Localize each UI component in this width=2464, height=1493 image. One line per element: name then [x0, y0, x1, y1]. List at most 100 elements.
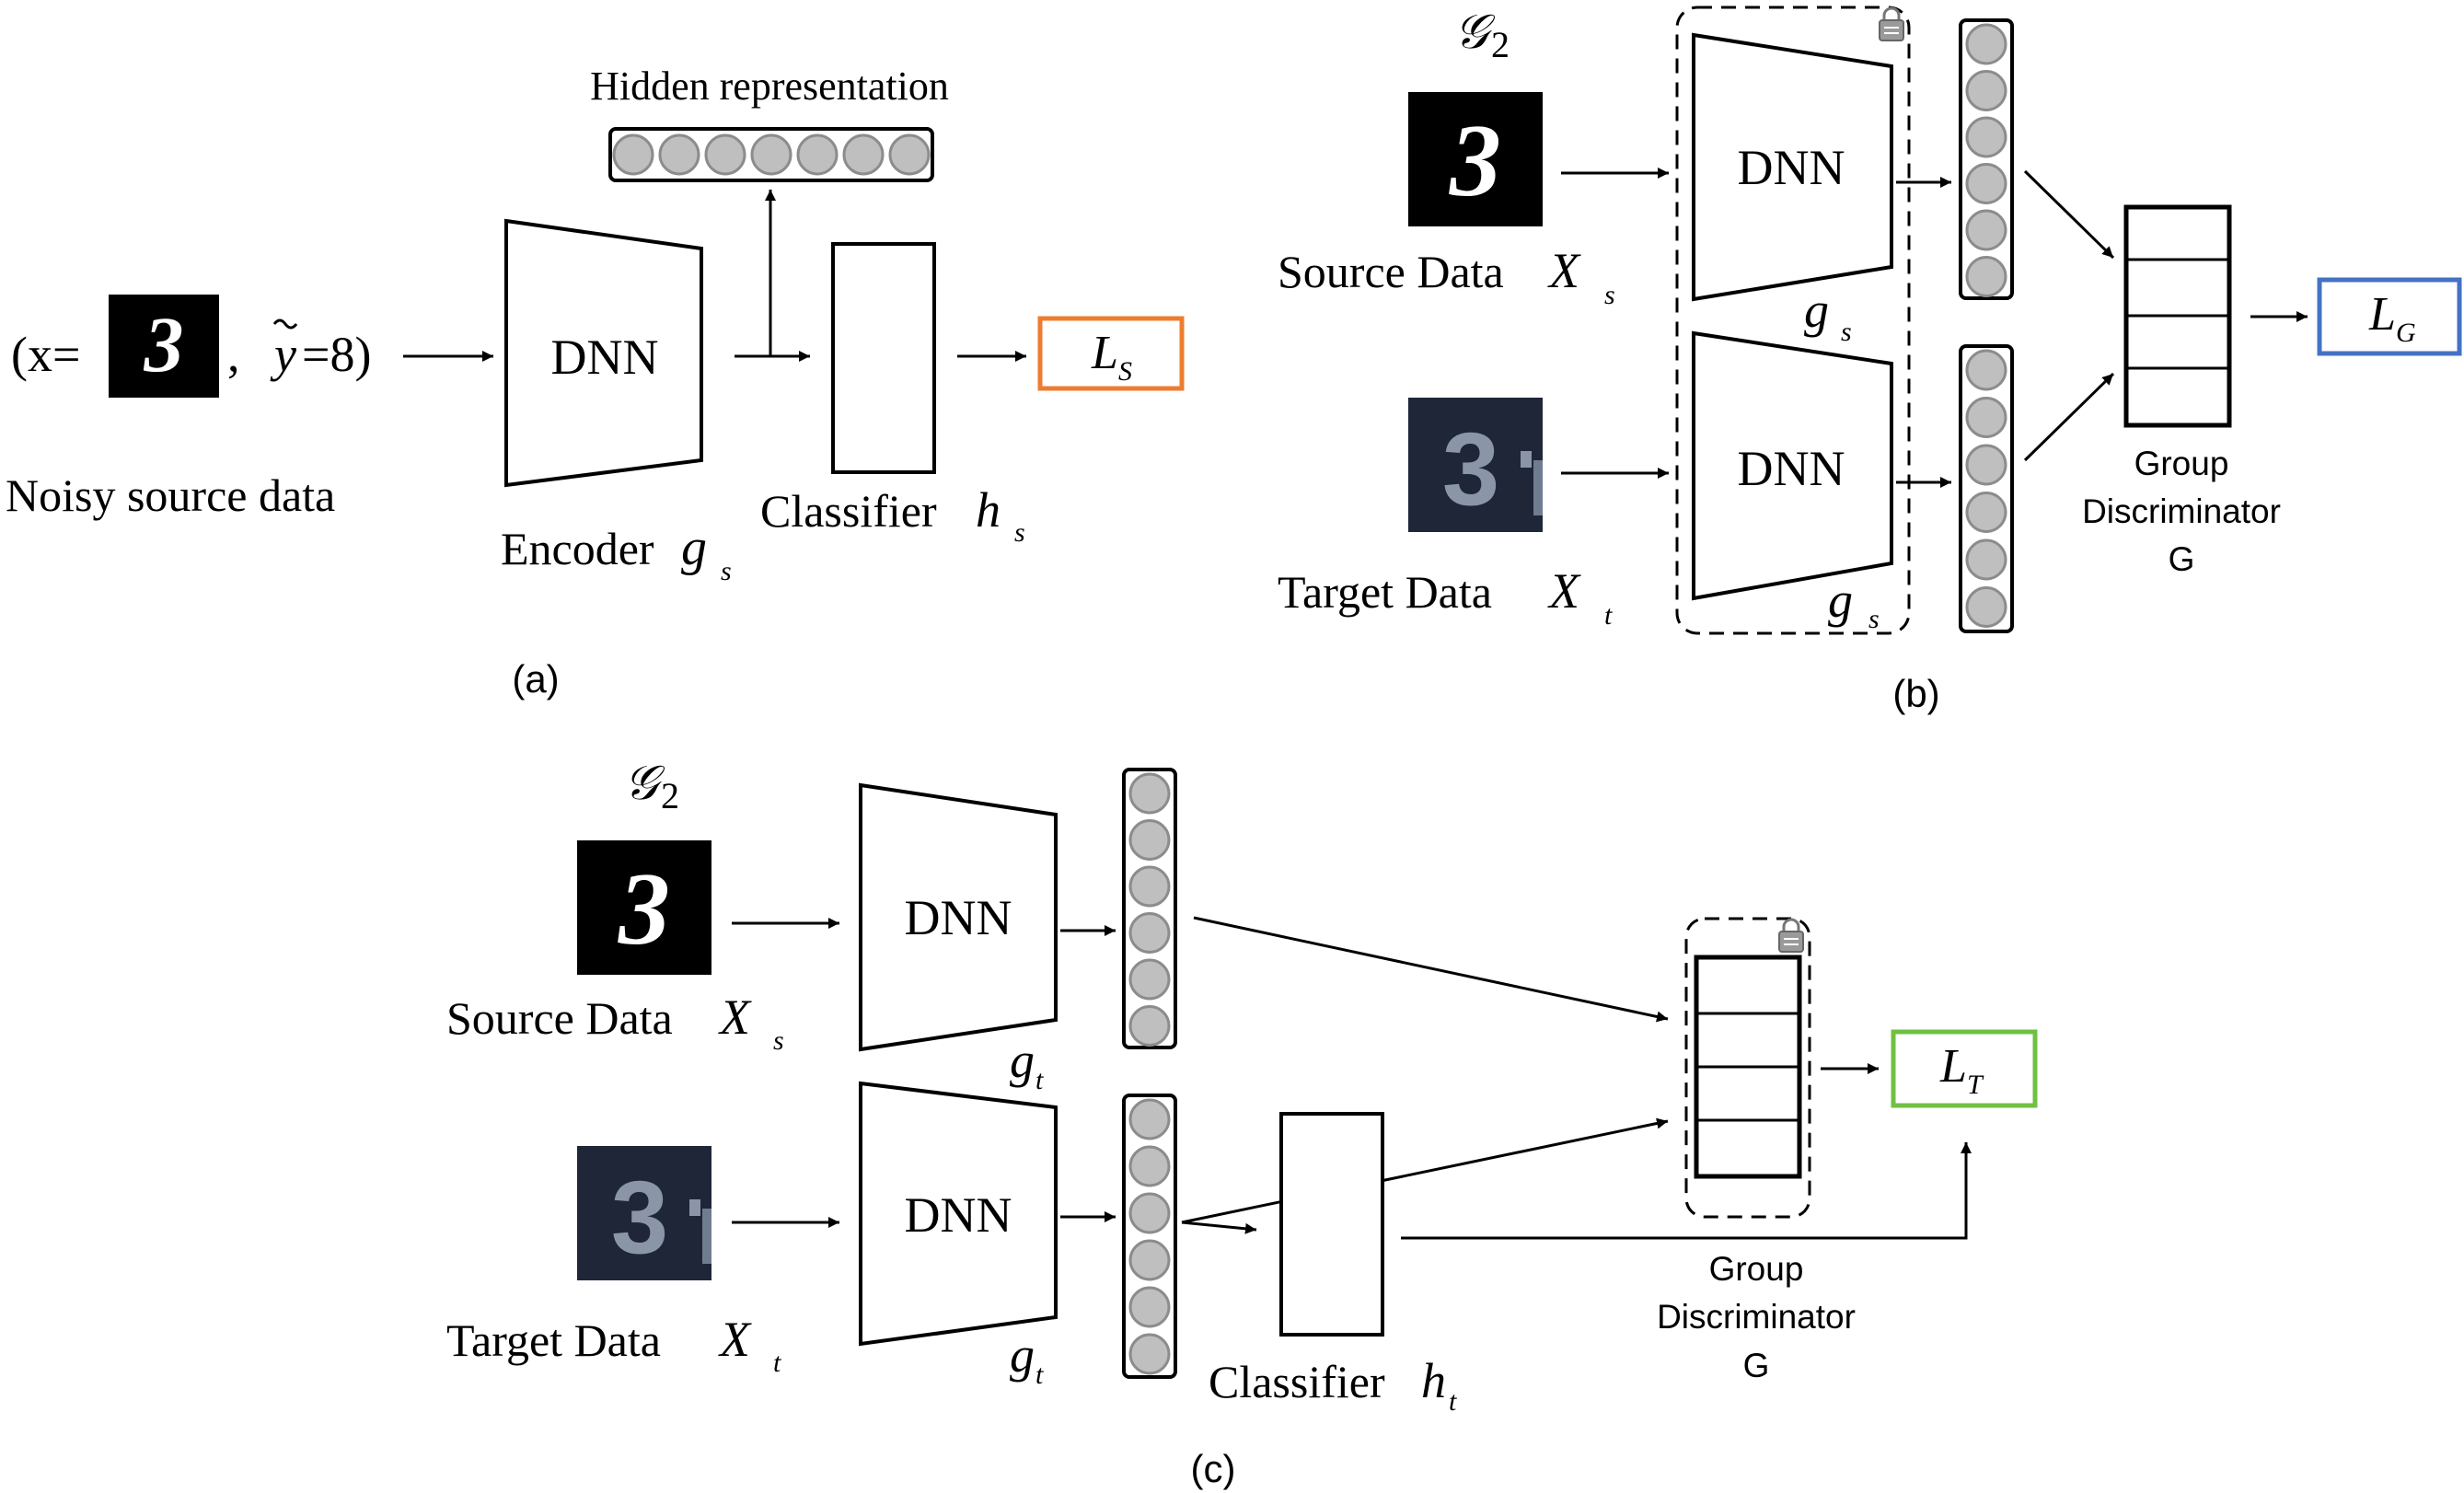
- loss-s-box: [1037, 316, 1185, 391]
- loss-s-symbol: L: [1091, 327, 1118, 379]
- panel-c-label: (c): [1191, 1447, 1236, 1490]
- classifier-word-c: Classifier: [1209, 1356, 1385, 1407]
- group-symbol-c: 𝒢: [624, 758, 665, 810]
- panel-b: 𝒢 2 3 Source Data X s 3 Target Data X t: [1278, 6, 2462, 715]
- enc-top-sub-b: s: [1841, 317, 1852, 347]
- node-circle: [1128, 772, 1171, 815]
- dnn-top-b: [1692, 32, 1893, 302]
- loss-t-box: [1891, 1029, 2038, 1108]
- disc-label-line2-b: Discriminator: [2082, 492, 2281, 530]
- node-circle: [1965, 538, 2007, 581]
- encoder-dnn-label: DNN: [551, 330, 659, 385]
- node-circle: [1128, 912, 1171, 954]
- loss-t-symbol: L: [1939, 1040, 1967, 1093]
- svhn-image-b: 3: [1408, 398, 1543, 532]
- svhn-image-c: 3: [577, 1146, 711, 1280]
- source-sub-b: s: [1604, 280, 1615, 310]
- panel-a-label: (a): [512, 657, 559, 700]
- disc-label-line3-c: G: [1743, 1347, 1770, 1384]
- hidden-label: Hidden representation: [590, 64, 949, 109]
- target-sub-c: t: [773, 1348, 781, 1378]
- tilde-mark: [272, 318, 298, 330]
- disc-label-line3-b: G: [2169, 540, 2195, 578]
- encoder-word: Encoder: [501, 523, 654, 574]
- target-symbol-b: X: [1547, 563, 1581, 619]
- node-circle: [1128, 1333, 1171, 1375]
- lock-icon-c: [1778, 918, 1804, 953]
- classifier-sub-c: t: [1449, 1386, 1457, 1417]
- input-comma: ,: [227, 327, 240, 382]
- hidden-nodes: [612, 133, 931, 176]
- noisy-label-symbol: y: [270, 327, 296, 382]
- mnist-digit-c: 3: [618, 852, 670, 966]
- arrow-vector-to-classifier-c: [1181, 1221, 1257, 1234]
- group-sub-c: 2: [661, 775, 679, 816]
- node-circle: [1128, 1286, 1171, 1328]
- loss-t-sub: T: [1967, 1070, 1984, 1100]
- group-symbol-b: 𝒢: [1454, 6, 1496, 59]
- loss-s-sub: S: [1118, 356, 1132, 387]
- node-circle: [1965, 397, 2007, 438]
- disc-label-line1-b: Group: [2134, 445, 2229, 482]
- lock-icon-b: [1879, 6, 1904, 41]
- dnn-bottom-b: [1692, 330, 1893, 601]
- encoder-symbol: g: [681, 519, 707, 576]
- classifier-symbol-c: h: [1421, 1353, 1446, 1408]
- disc-label-line2-c: Discriminator: [1657, 1298, 1856, 1336]
- arrow-bottom-vector-to-disc-b: [2023, 372, 2115, 462]
- svhn-digit-c: 3: [611, 1160, 668, 1275]
- mnist-image-b: 3: [1408, 92, 1543, 226]
- target-sub-b: t: [1604, 600, 1613, 631]
- encoder-trapezoid: [504, 218, 703, 488]
- encoder-sub: s: [721, 556, 732, 586]
- node-circle: [1965, 444, 2007, 486]
- node-circle: [1128, 1145, 1171, 1187]
- feature-nodes-top-c: [1128, 772, 1171, 1047]
- node-circle: [1965, 23, 2007, 65]
- enc-top-sub-c: t: [1035, 1065, 1044, 1095]
- node-circle: [888, 133, 931, 176]
- enc-bottom-sub-c: t: [1035, 1360, 1044, 1390]
- node-circle: [704, 133, 746, 176]
- dnn-bottom-c: [859, 1081, 1058, 1347]
- enc-bottom-symbol-b: g: [1828, 573, 1853, 628]
- frozen-discriminator-box-c: [1684, 917, 1811, 1219]
- source-word-c: Source Data: [446, 992, 673, 1044]
- node-circle: [1128, 958, 1171, 1001]
- dnn-bottom-label-c: DNN: [905, 1187, 1012, 1243]
- panel-a: (x= 3 , y =8) Noisy source data DNN Enco…: [6, 64, 1185, 700]
- target-symbol-c: X: [718, 1312, 752, 1367]
- node-circle: [658, 133, 700, 176]
- dnn-top-c: [859, 782, 1058, 1052]
- node-circle: [1128, 1239, 1171, 1281]
- mnist-digit-b: 3: [1449, 104, 1501, 218]
- node-circle: [1965, 70, 2007, 111]
- enc-bottom-sub-b: s: [1868, 604, 1880, 634]
- source-word-b: Source Data: [1278, 246, 1504, 297]
- dnn-top-label-c: DNN: [905, 890, 1012, 945]
- svhn-digit-b: 3: [1442, 411, 1499, 527]
- loss-g-symbol: L: [2368, 288, 2396, 341]
- loss-g-sub: G: [2396, 318, 2416, 348]
- node-circle: [1965, 116, 2007, 158]
- disc-label-line1-c: Group: [1709, 1250, 1804, 1288]
- feature-nodes-bottom-b: [1965, 349, 2007, 628]
- node-circle: [796, 133, 839, 176]
- group-sub-b: 2: [1491, 24, 1510, 65]
- node-circle: [1128, 1192, 1171, 1234]
- enc-top-symbol-b: g: [1804, 283, 1829, 338]
- panel-c: 𝒢 2 3 Source Data X s 3 Target Data X t …: [446, 758, 2038, 1490]
- source-symbol-c: X: [718, 990, 752, 1045]
- classifier-word: Classifier: [760, 485, 937, 537]
- classifier-box-c: [1279, 1112, 1384, 1337]
- dnn-top-label-b: DNN: [1738, 140, 1845, 195]
- arrow-top-vector-to-disc-c: [1193, 916, 1669, 1023]
- node-circle: [1128, 1098, 1171, 1140]
- feature-nodes-bottom-c: [1128, 1098, 1171, 1375]
- node-circle: [1965, 492, 2007, 533]
- enc-top-symbol-c: g: [1010, 1033, 1035, 1088]
- frozen-encoder-box-b: [1675, 6, 1911, 635]
- input-prefix: (x=: [11, 327, 80, 382]
- source-sub-c: s: [773, 1025, 784, 1056]
